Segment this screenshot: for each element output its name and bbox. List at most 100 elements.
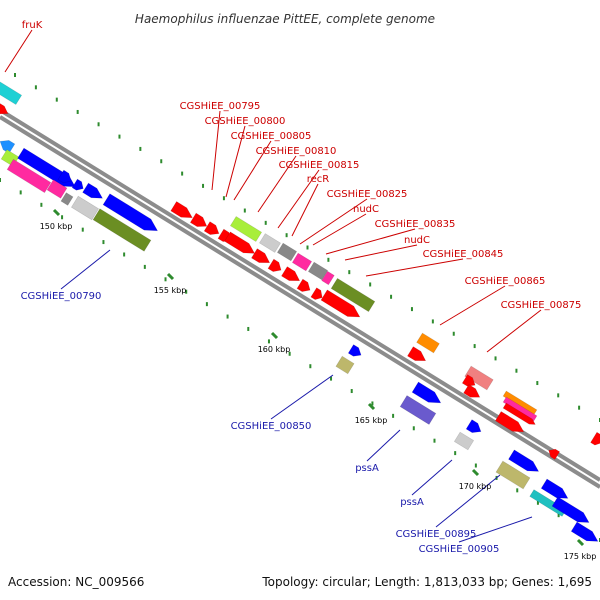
tick-label: 160 kbp [258,345,291,354]
gene-label: CGSHiEE_00850 [231,421,312,432]
gene-label: CGSHiEE_00875 [501,300,582,311]
gene-feature [203,221,220,235]
gene-feature [71,178,84,191]
gene-label: pssA [355,463,379,474]
gene-feature [82,182,104,199]
major-tick-mark [576,538,585,547]
gene-feature [411,381,442,404]
gene-label: CGSHiEE_00800 [205,116,286,127]
tick-layer [0,73,600,547]
gene-feature [540,478,569,499]
major-tick-mark [471,468,480,477]
gene-label: CGSHiEE_00795 [180,101,261,112]
major-tick-mark [367,402,376,411]
gene-feature [494,411,525,433]
gene-feature [0,79,23,105]
gene-label: nudC [353,204,379,215]
gene-feature [60,192,74,206]
gene-feature [267,258,282,272]
gene-feature [502,396,538,422]
major-tick-mark [52,208,61,217]
gene-label-leader [4,29,33,73]
gene-feature [453,431,475,451]
gene-feature [347,344,362,357]
tick-label: 155 kbp [154,286,187,295]
gene-feature [170,201,193,219]
gene-feature [259,233,281,253]
gene-feature [70,195,100,221]
gene-label: CGSHiEE_00790 [21,291,102,302]
gene-feature [6,158,52,194]
gene-feature [229,216,263,242]
gene-label: pssA [400,497,424,508]
gene-feature [335,355,355,375]
gene-label-leader [486,309,542,353]
gene-feature [320,289,361,318]
gene-feature [281,266,301,282]
major-tick-mark [270,331,279,340]
gene-label-leader [344,244,418,261]
gene-label-leader [325,228,416,255]
gene-feature [495,460,531,490]
genome-summary-text: Topology: circular; Length: 1,813,033 bp… [261,575,592,589]
gene-label: CGSHiEE_00905 [419,544,500,555]
gene-label-leader [60,249,111,290]
gene-label: CGSHiEE_00810 [256,146,337,157]
gene-feature [548,448,561,460]
gene-label-leader [312,213,367,246]
gene-feature [0,102,9,115]
gene-feature [57,169,72,183]
gene-feature [461,374,476,387]
tick-label: 165 kbp [355,416,388,425]
gene-label-leader [277,169,320,229]
gene-feature [224,231,256,254]
gene-feature [590,431,600,446]
gene-feature [251,248,271,264]
gene-label: nudC [404,235,430,246]
gene-label: CGSHiEE_00815 [279,160,360,171]
gene-feature [465,419,482,433]
accession-text: Accession: NC_009566 [8,575,144,589]
gene-feature [307,261,329,281]
callout-layer: fruK CGSHiEE_00795CGSHiEE_00800CGSHiEE_00… [4,20,582,555]
gene-feature [296,278,311,292]
gene-label-leader [291,183,319,237]
gene-label-leader [270,374,334,420]
gene-label: fruK [22,20,43,31]
gene-feature [464,365,494,391]
gene-feature [502,402,536,425]
gene-feature [508,449,540,472]
gene-label: CGSHiEE_00845 [423,249,504,260]
gene-label-leader [211,110,221,191]
gene-label: CGSHiEE_00805 [231,131,312,142]
gene-feature [463,384,481,398]
gene-label-leader [233,140,272,201]
gene-feature [330,277,376,313]
gene-feature [416,332,440,354]
gene-feature [291,252,313,272]
gene-feature [570,521,599,542]
gene-label-leader [366,429,401,462]
backbone-inner [0,115,600,489]
gene-feature [189,212,208,227]
gene-feature [321,270,335,286]
gene-label: CGSHiEE_00825 [327,189,408,200]
gene-feature [276,242,298,262]
feature-layer [0,79,600,542]
tick-label: 170 kbp [459,482,492,491]
gene-feature [407,346,427,362]
gene-label: CGSHiEE_00835 [375,219,456,230]
gene-label-leader [411,459,453,496]
gene-label-leader [299,198,368,245]
gene-label: CGSHiEE_00895 [396,529,477,540]
gene-label: recR [307,174,330,185]
gene-feature [551,496,590,523]
gene-feature [92,208,152,252]
gene-feature [46,179,68,199]
gene-label-leader [435,474,501,528]
gene-feature [102,193,159,232]
map-title: Haemophilus influenzae PittEE, complete … [135,12,435,26]
tick-label: 175 kbp [564,552,597,561]
